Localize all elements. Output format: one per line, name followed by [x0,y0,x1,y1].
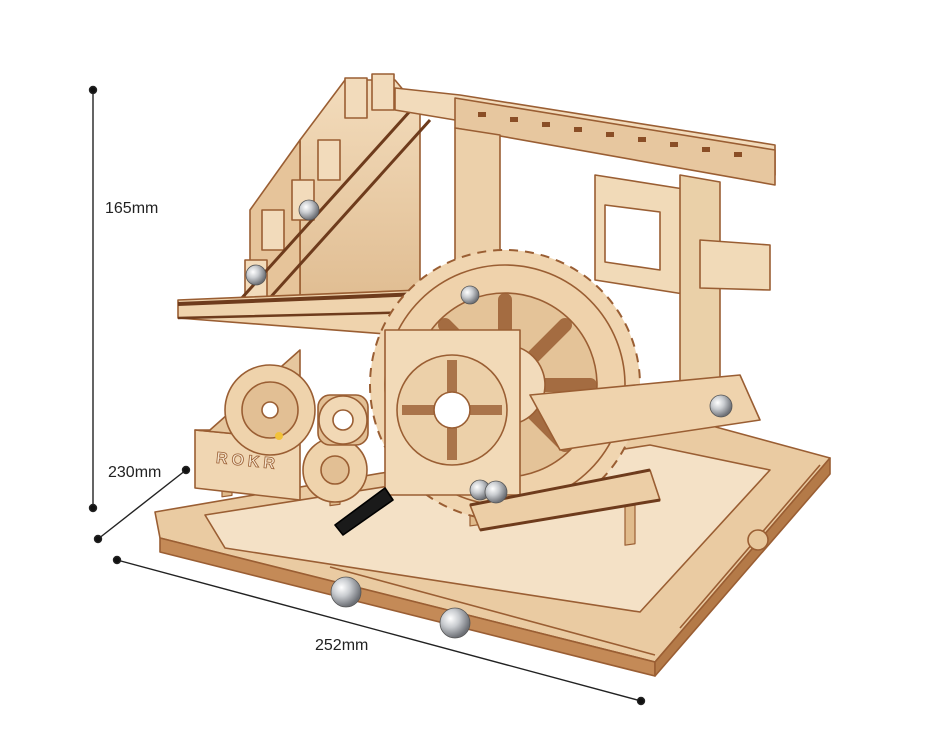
height-dimension-label: 165mm [105,200,159,217]
crank-axle [317,394,394,536]
top-rack [394,87,776,421]
dimension-lines [88,85,646,706]
marble-run-model [154,73,831,677]
front-panel [384,329,521,496]
width-dimension-label: 252mm [315,637,369,654]
right-track [469,374,761,532]
stair-tower [238,73,432,322]
steel-balls [245,199,733,639]
small-gears [224,364,368,503]
depth-dimension-label: 230mm [108,464,162,481]
